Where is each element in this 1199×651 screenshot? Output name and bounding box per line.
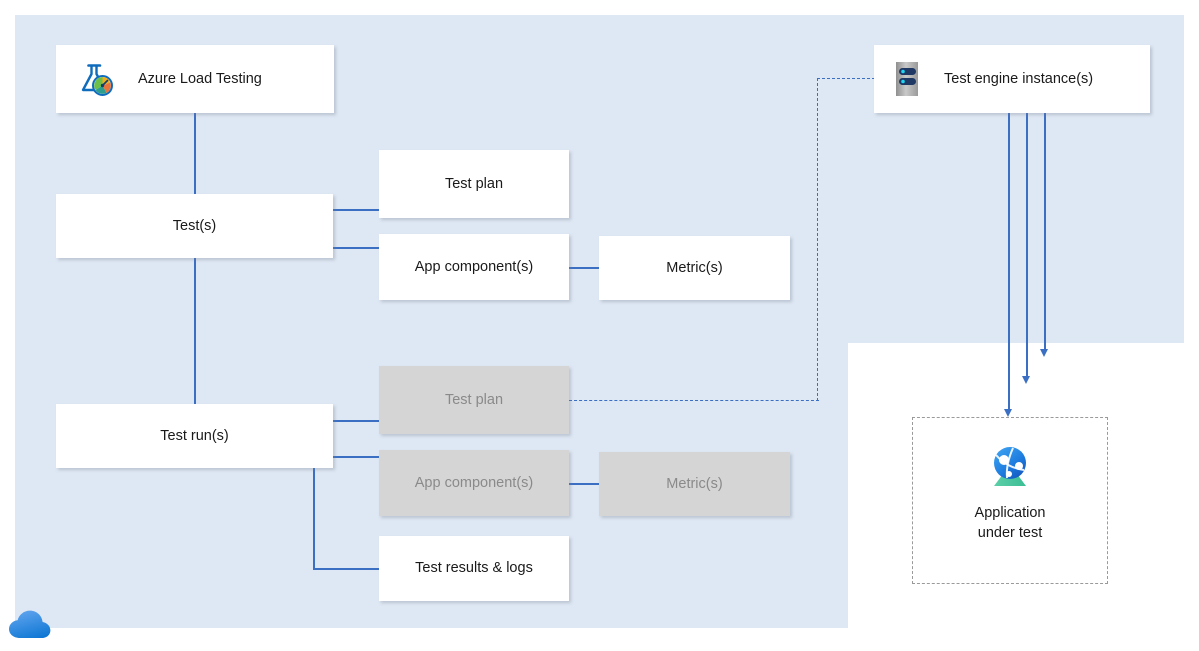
connector-app-components-to-metrics [569, 267, 600, 269]
node-metrics-lower-label: Metric(s) [666, 475, 723, 492]
aut-label-line-2: under test [977, 524, 1043, 541]
connector-tests-to-test-plan [332, 209, 380, 211]
node-metrics-upper-label: Metric(s) [666, 259, 723, 276]
flask-gauge-icon [74, 58, 116, 100]
azure-load-testing-service-panel [15, 15, 848, 628]
aut-label-line-1: Application [974, 505, 1046, 521]
node-app-components-lower-label: App component(s) [414, 474, 534, 491]
node-metrics-lower[interactable]: Metric(s) [599, 452, 790, 516]
node-test-results-logs[interactable]: Test results & logs [379, 536, 569, 601]
connector-tests-to-testruns [194, 258, 196, 406]
connector-engine-arrow-3 [1044, 113, 1046, 350]
application-under-test-boundary [912, 417, 1108, 584]
node-test-plan-lower-label: Test plan [444, 391, 504, 408]
node-tests[interactable]: Test(s) [56, 194, 333, 258]
connector-engine-arrow-1 [1008, 113, 1010, 410]
node-test-engine-instances[interactable]: Test engine instance(s) [874, 45, 1150, 113]
node-test-runs[interactable]: Test run(s) [56, 404, 333, 468]
node-app-components-upper[interactable]: App component(s) [379, 234, 569, 300]
connector-testruns-to-test-plan-lower [332, 420, 380, 422]
node-azure-load-testing[interactable]: Azure Load Testing [56, 45, 334, 113]
node-test-engine-instances-label: Test engine instance(s) [944, 70, 1094, 87]
arrow-head-1 [1004, 409, 1012, 417]
node-app-components-lower[interactable]: App component(s) [379, 450, 569, 516]
node-test-plan-upper[interactable]: Test plan [379, 150, 569, 218]
connector-app-components-to-metrics-lower [569, 483, 600, 485]
node-test-runs-label: Test run(s) [160, 427, 229, 444]
node-test-plan-lower[interactable]: Test plan [379, 366, 569, 434]
connector-engine-arrow-2 [1026, 113, 1028, 377]
node-application-under-test-label: Application under test [975, 504, 1046, 543]
dashed-connector-test-plan-right [569, 400, 819, 401]
server-rack-icon [890, 59, 924, 99]
dashed-connector-vertical-riser [817, 78, 818, 401]
connector-testruns-to-results-horizontal [313, 568, 380, 570]
node-azure-load-testing-label: Azure Load Testing [138, 70, 262, 87]
node-test-plan-upper-label: Test plan [444, 175, 504, 192]
node-application-under-test[interactable]: Application under test [912, 440, 1108, 543]
node-app-components-upper-label: App component(s) [414, 258, 534, 275]
arrow-head-2 [1022, 376, 1030, 384]
cloud-icon [8, 608, 52, 642]
dashed-connector-into-test-engine [817, 78, 875, 79]
globe-network-icon [982, 440, 1038, 496]
connector-tests-to-app-components [332, 247, 380, 249]
connector-alt-to-tests [194, 110, 196, 194]
connector-testruns-to-app-components-lower [332, 456, 380, 458]
node-metrics-upper[interactable]: Metric(s) [599, 236, 790, 300]
node-tests-label: Test(s) [172, 217, 217, 234]
node-test-results-logs-label: Test results & logs [415, 560, 533, 577]
arrow-head-3 [1040, 349, 1048, 357]
connector-testruns-to-results-vertical [313, 462, 315, 569]
